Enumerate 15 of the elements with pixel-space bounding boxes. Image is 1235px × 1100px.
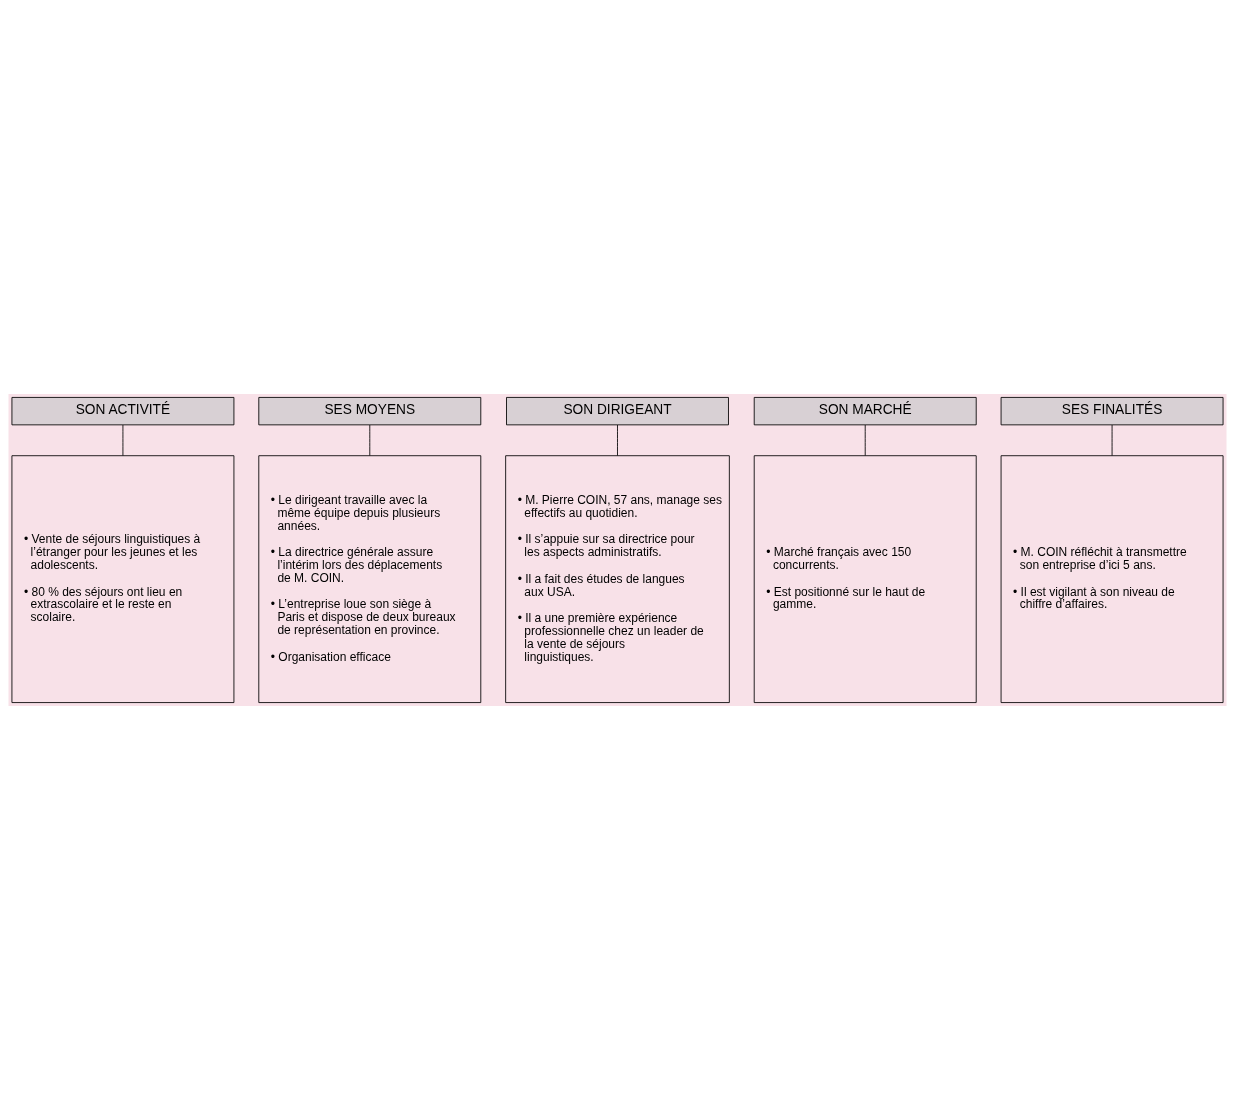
- connector: [617, 424, 618, 456]
- node-box: SON ACTIVITÉ: [11, 397, 235, 426]
- connector: [1111, 424, 1113, 456]
- connector: [864, 424, 866, 456]
- node-box: SON MARCHÉ: [753, 397, 977, 426]
- node-box: • Vente de séjours linguistiques à l’étranger pour les jeunes et les adolescents. • 80 % des séjours ont lieu en extrascolaire et le reste en scolaire.: [11, 455, 235, 703]
- connector: [122, 424, 124, 456]
- connector: [369, 424, 371, 456]
- node-box: • M. COIN réfléchit à transmettre son entreprise d’ici 5 ans. • Il est vigilant à son niveau de chiffre d’affaires.: [1000, 455, 1224, 703]
- node-box: SES FINALITÉS: [1000, 397, 1224, 426]
- node-box: • M. Pierre COIN, 57 ans, manage ses effectifs au quotidien. • Il s’appuie sur sa directrice pour les aspects administratifs. • Il a fait des études de langues aux USA. • Il a une première expérience professionnelle chez un leader de la vente de séjours linguistiques.: [505, 455, 730, 703]
- node-box: SON DIRIGEANT: [506, 397, 729, 426]
- node-box: • Le dirigeant travaille avec la même équipe depuis plusieurs années. • La directrice générale assure l’intérim lors des déplacements de M. COIN. • L’entreprise loue son siège à Paris et dispose de deux bureaux de représentation en province. • Organisation efficace: [258, 455, 482, 703]
- node-box: • Marché français avec 150 concurrents. • Est positionné sur le haut de gamme.: [753, 455, 977, 703]
- node-box: SES MOYENS: [258, 397, 482, 426]
